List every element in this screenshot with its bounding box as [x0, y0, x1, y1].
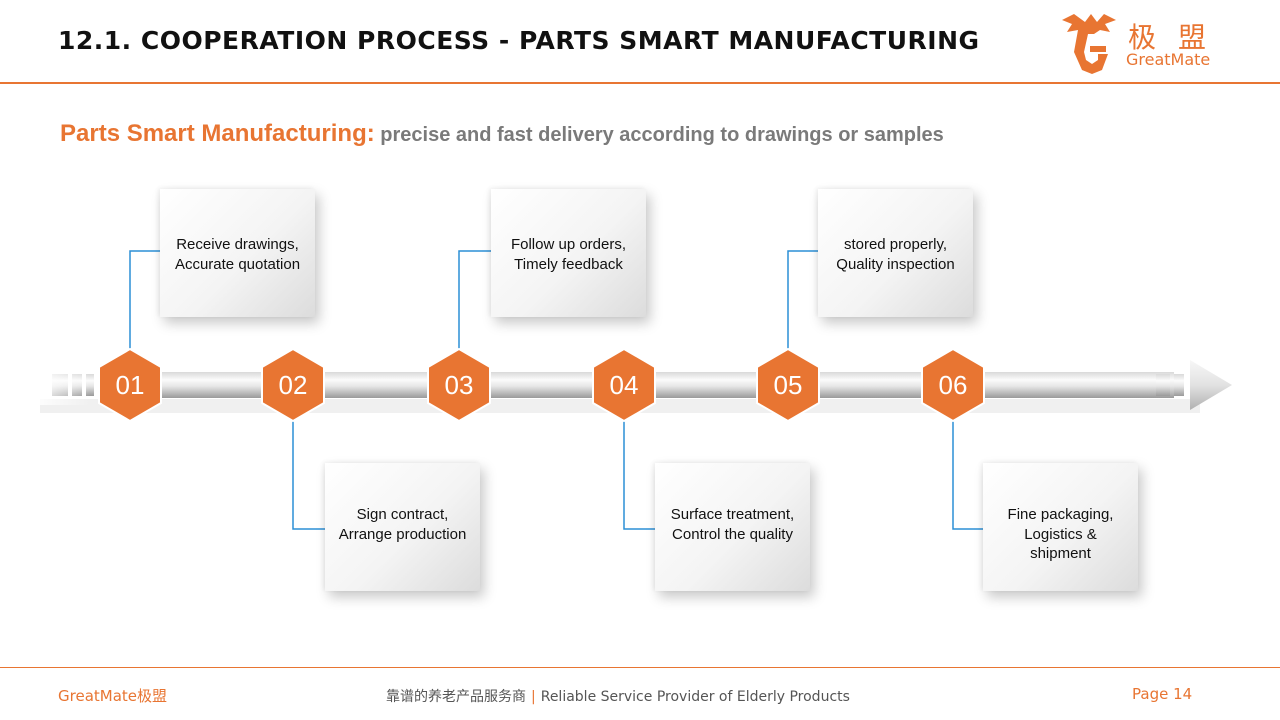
step-card-06: Fine packaging, Logistics & shipment — [983, 463, 1138, 591]
step-number: 05 — [773, 370, 803, 400]
step-number: 02 — [278, 370, 308, 400]
subtitle-rest: precise and fast delivery according to d… — [374, 124, 944, 146]
subtitle-strong: Parts Smart Manufacturing: — [60, 120, 375, 147]
step-card-text: Follow up orders, Timely feedback — [510, 236, 627, 273]
step-card-text: Surface treatment, Control the quality — [670, 506, 795, 543]
step-hexagon-05: 05 — [755, 347, 821, 423]
footer-brand: GreatMate极盟 — [58, 687, 168, 705]
subtitle: Parts Smart Manufacturing: precise and f… — [60, 120, 944, 148]
step-card-text: Sign contract, Arrange production — [338, 506, 467, 543]
hexagon-icon — [98, 347, 162, 423]
hexagon-icon — [756, 347, 820, 423]
page-title: 12.1. COOPERATION PROCESS - PARTS SMART … — [58, 26, 980, 55]
hexagon-icon — [261, 347, 325, 423]
step-card-05: stored properly, Quality inspection — [818, 189, 973, 317]
step-number: 01 — [115, 370, 145, 400]
step-number: 06 — [938, 370, 968, 400]
step-card-03: Follow up orders, Timely feedback — [491, 189, 646, 317]
logo-chinese-text: 极盟 — [1128, 21, 1229, 54]
footer-separator: | — [531, 689, 536, 705]
step-hexagon-04: 04 — [591, 347, 657, 423]
footer-divider — [0, 667, 1280, 668]
page-number: Page 14 — [1132, 685, 1193, 703]
hexagon-icon — [592, 347, 656, 423]
step-card-02: Sign contract, Arrange production — [325, 463, 480, 591]
eagle-logo-icon — [1062, 14, 1116, 74]
header-divider — [0, 82, 1280, 84]
logo-english-text: GreatMate — [1126, 50, 1211, 69]
step-number: 04 — [609, 370, 639, 400]
step-hexagon-03: 03 — [426, 347, 492, 423]
footer-tagline: 靠谱的养老产品服务商 |Reliable Service Provider of … — [386, 686, 850, 706]
step-hexagon-01: 01 — [97, 347, 163, 423]
footer-tagline-en: Reliable Service Provider of Elderly Pro… — [540, 689, 850, 705]
hexagon-icon — [921, 347, 985, 423]
step-card-text: stored properly, Quality inspection — [836, 236, 955, 273]
logo: 极盟 GreatMate — [1058, 8, 1238, 78]
step-hexagon-06: 06 — [920, 347, 986, 423]
step-card-text: Fine packaging, Logistics & shipment — [1007, 506, 1114, 562]
hexagon-icon — [427, 347, 491, 423]
footer-tagline-cn: 靠谱的养老产品服务商 — [386, 689, 526, 705]
step-card-04: Surface treatment, Control the quality — [655, 463, 810, 591]
step-card-text: Receive drawings, Accurate quotation — [174, 236, 301, 273]
step-number: 03 — [444, 370, 474, 400]
step-card-01: Receive drawings, Accurate quotation — [160, 189, 315, 317]
step-hexagon-02: 02 — [260, 347, 326, 423]
